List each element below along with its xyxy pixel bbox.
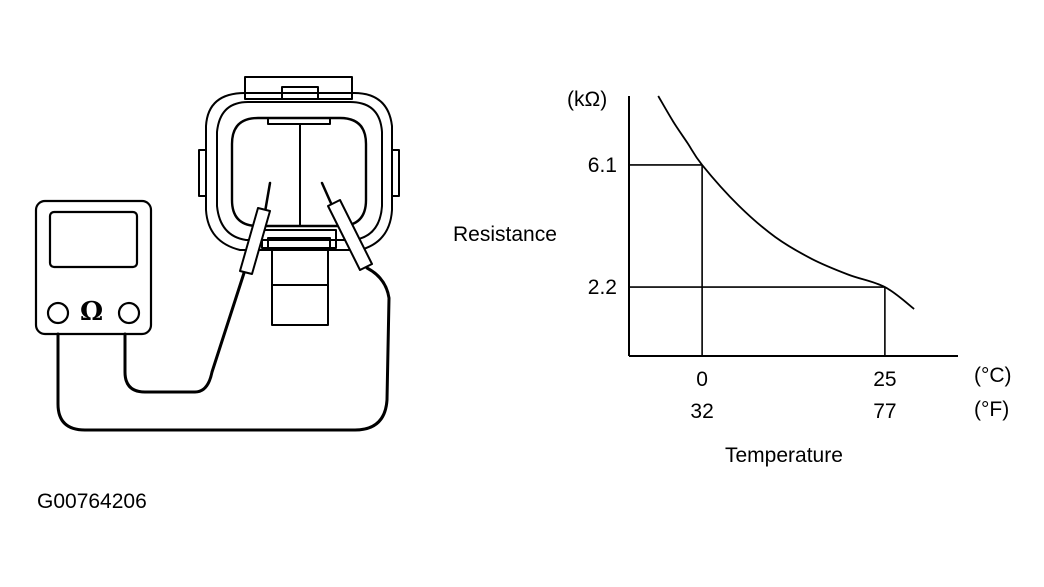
test-leads (56, 266, 391, 432)
y-axis-label: Resistance (453, 223, 557, 246)
connector-test-illustration (34, 76, 400, 432)
x-tick-label-c-1: 25 (873, 368, 896, 391)
x-unit-fahrenheit: (°F) (974, 398, 1010, 421)
ohmmeter (34, 199, 153, 336)
x-tick-label-f-1: 77 (873, 400, 896, 423)
y-tick-label-0: 6.1 (588, 154, 617, 177)
ohm-symbol: Ω (80, 297, 104, 327)
resistance-curve (657, 95, 915, 310)
y-axis-unit: (kΩ) (567, 88, 608, 111)
right-test-probe (320, 181, 373, 271)
x-tick-label-c-0: 0 (696, 368, 708, 391)
figure-id: G00764206 (37, 490, 147, 513)
x-unit-celsius: (°C) (974, 364, 1012, 387)
chart-marks: 6.1 2.2 0 32 25 77 (588, 95, 958, 423)
left-test-probe (239, 181, 272, 275)
x-axis-label: Temperature (725, 444, 843, 467)
y-tick-label-1: 2.2 (588, 276, 617, 299)
x-tick-label-f-0: 32 (690, 400, 713, 423)
